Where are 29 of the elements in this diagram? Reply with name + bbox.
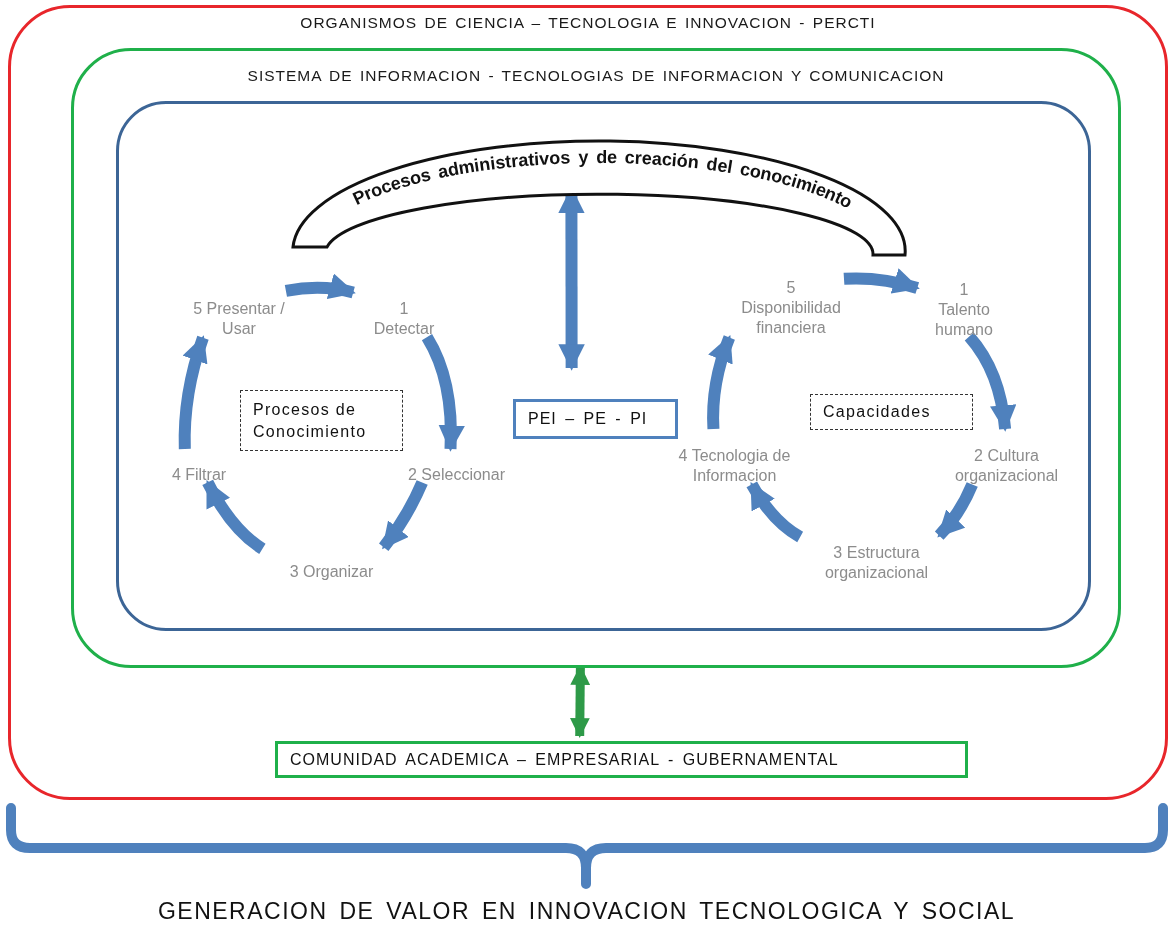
footer-caption: GENERACION DE VALOR EN INNOVACION TECNOLOGICA Y SOCIAL (157, 898, 1016, 924)
arrow (570, 665, 591, 738)
frame-title: ORGANISMOS DE CIENCIA – TECNOLOGIA E INNOVACION - PERCTI (299, 14, 877, 32)
step-label: 2 Seleccionar (389, 464, 524, 486)
frame-title: SISTEMA DE INFORMACION - TECNOLOGIAS DE INFORMACION Y COMUNICACION (246, 67, 946, 85)
label-box: PEI – PE - PI (513, 399, 678, 439)
concept-box: Capacidades (810, 394, 973, 430)
step-label: 3 Organizar (269, 561, 394, 583)
arrow (178, 335, 209, 450)
label-box: COMUNIDAD ACADEMICA – EMPRESARIAL - GUBERNAMENTAL (275, 741, 968, 778)
step-label: 5 Disponibilidad financiera (735, 275, 847, 341)
arrow (934, 482, 978, 540)
arrow (746, 481, 804, 543)
arrow (707, 335, 735, 430)
step-label: 4 Filtrar (149, 464, 249, 486)
step-label: 2 Cultura organizacional (939, 444, 1074, 488)
concept-box: Procesos de Conocimiento (240, 390, 403, 451)
arrow (843, 268, 920, 294)
rounded-frame (116, 101, 1091, 631)
step-label: 3 Estructura organizacional (809, 541, 944, 585)
arrow (202, 479, 266, 554)
arrow (378, 480, 428, 551)
step-label: 1 Detectar (368, 297, 440, 341)
arrow (964, 332, 1016, 432)
arrow (421, 334, 465, 452)
arrow (284, 273, 356, 300)
step-label: 1 Talento humano (932, 279, 996, 341)
step-label: 5 Presentar / Usar (189, 297, 289, 341)
step-label: 4 Tecnologia de Informacion (676, 444, 793, 488)
